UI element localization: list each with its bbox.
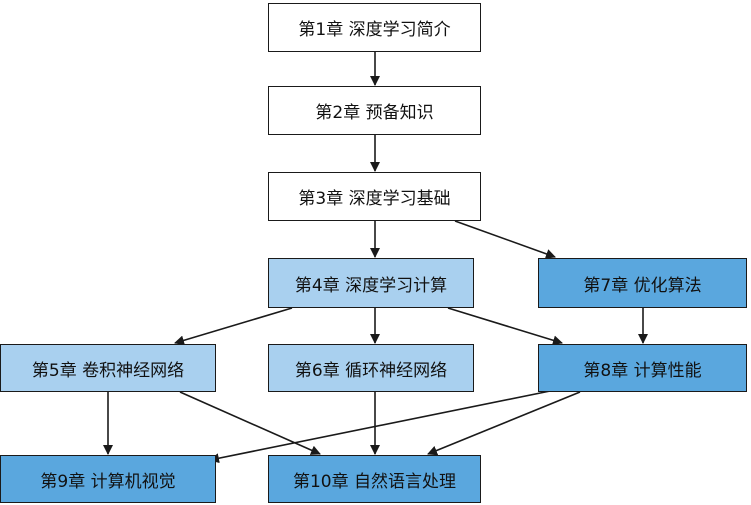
- edge-n4-n5: [174, 307, 293, 346]
- chapter-label-6: 第6章 循环神经网络: [294, 360, 448, 381]
- edge-n8-n10: [427, 391, 581, 456]
- chapter-label-9: 第9章 计算机视觉: [40, 471, 176, 492]
- chapter-node-3: 第3章 深度学习基础: [268, 172, 481, 221]
- edge-n3-n7: [454, 220, 556, 259]
- chapter-node-8: 第8章 计算性能: [538, 344, 747, 392]
- edge-n4-n8: [447, 307, 563, 346]
- chapter-label-8: 第8章 计算性能: [583, 360, 702, 381]
- chapter-node-1: 第1章 深度学习简介: [268, 3, 481, 52]
- chapter-label-3: 第3章 深度学习基础: [298, 189, 451, 209]
- chapter-label-7: 第7章 优化算法: [583, 275, 702, 296]
- edge-n5-n10: [179, 391, 321, 455]
- chapter-node-2: 第2章 预备知识: [268, 86, 481, 135]
- chapter-label-5: 第5章 卷积神经网络: [31, 360, 185, 381]
- chapter-node-6: 第6章 循环神经网络: [268, 344, 474, 392]
- chapter-node-7: 第7章 优化算法: [538, 258, 747, 308]
- chapter-label-1: 第1章 深度学习简介: [298, 20, 451, 40]
- edge-n8-n9: [209, 388, 561, 464]
- chapter-node-10: 第10章 自然语言处理: [268, 455, 481, 503]
- chapter-node-4: 第4章 深度学习计算: [268, 258, 474, 308]
- chapter-node-9: 第9章 计算机视觉: [0, 455, 216, 503]
- chapter-label-10: 第10章 自然语言处理: [292, 471, 457, 492]
- chapter-label-4: 第4章 深度学习计算: [294, 275, 448, 296]
- chapter-node-5: 第5章 卷积神经网络: [0, 344, 216, 392]
- chapter-label-2: 第2章 预备知识: [315, 103, 434, 123]
